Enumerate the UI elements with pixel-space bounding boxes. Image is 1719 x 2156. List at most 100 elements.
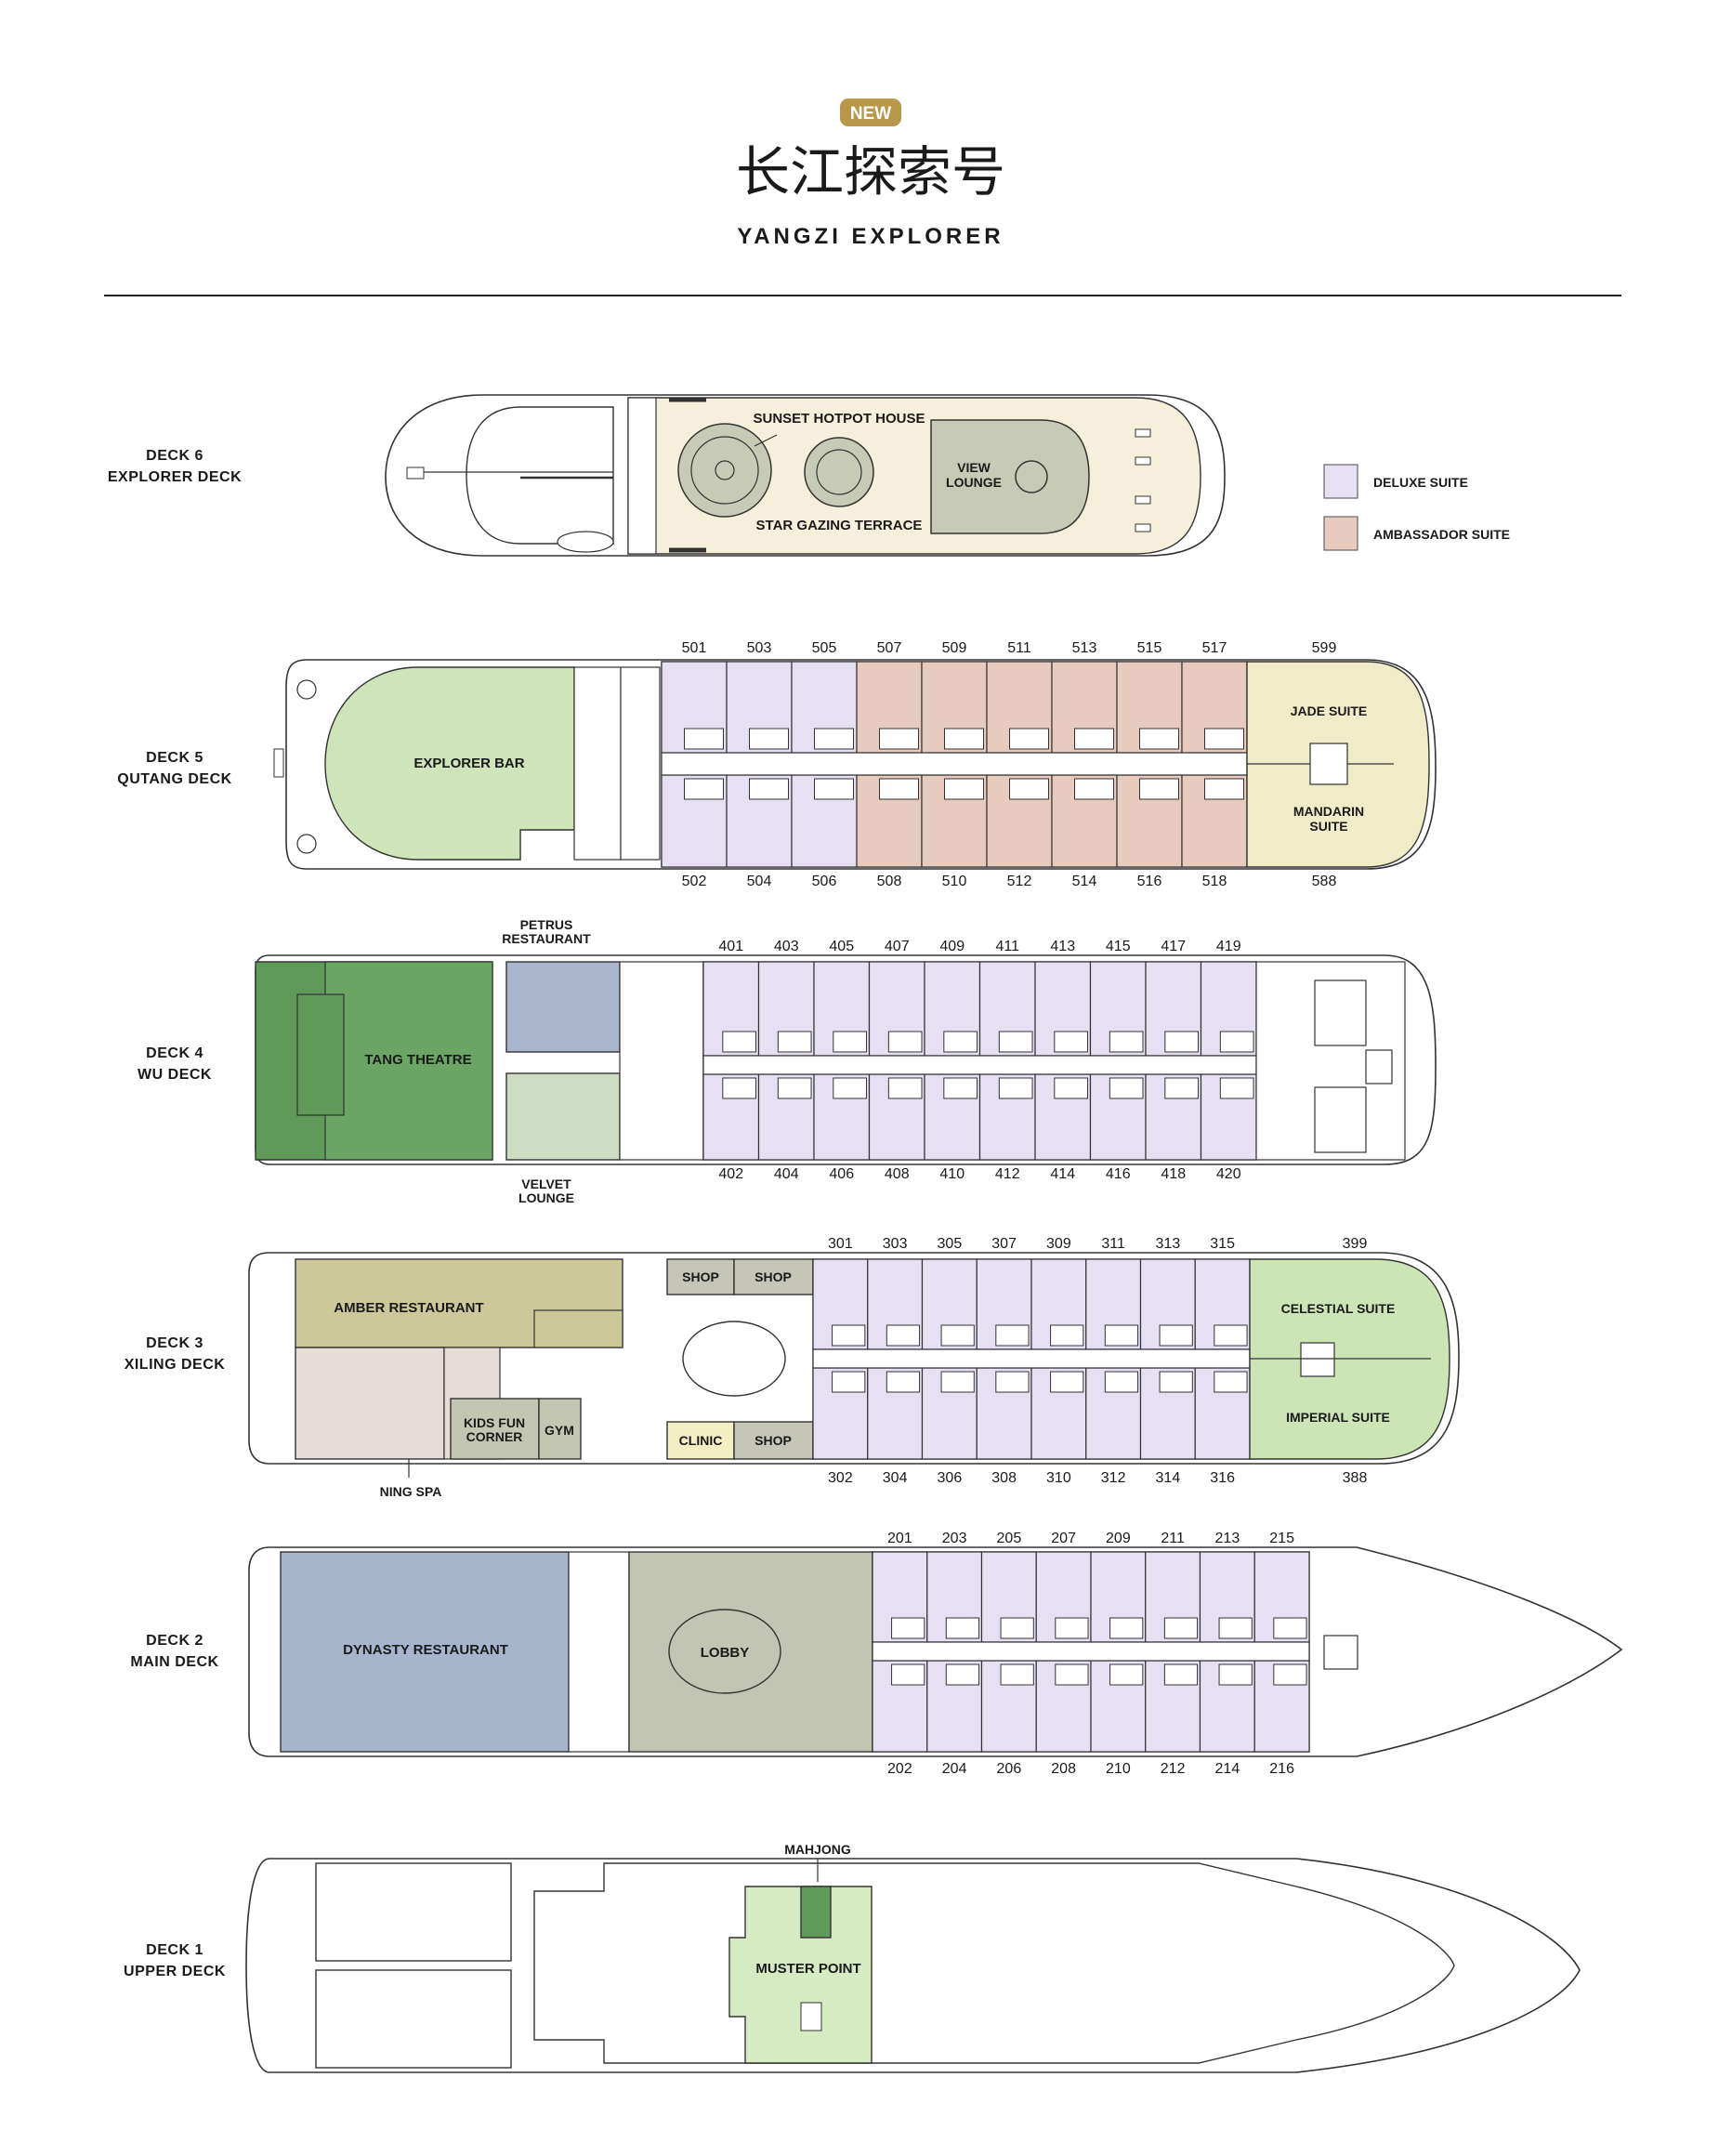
cabin-509-bath	[944, 728, 984, 750]
cabin-419-bath	[1219, 1031, 1254, 1053]
petrus-label-1: PETRUS	[520, 917, 573, 932]
cabin-312-bath	[1104, 1371, 1139, 1393]
cabin-501-bath	[684, 728, 724, 750]
cabin-412-number: 412	[995, 1166, 1020, 1182]
cabin-214-bath	[1218, 1663, 1253, 1686]
cabin-420-number: 420	[1216, 1166, 1241, 1182]
cabin-504-number: 504	[747, 874, 772, 889]
legend-label-ambassador: AMBASSADOR SUITE	[1373, 527, 1510, 542]
cabin-302-bath	[832, 1371, 866, 1393]
legend-swatch-deluxe	[1323, 464, 1358, 499]
cabin-506-bath	[814, 778, 854, 800]
cabin-599-number: 599	[1312, 640, 1337, 656]
sunset-leader-line	[754, 434, 778, 447]
deck-labels: DECK 6 EXPLORER DECK DECK 5 QUTANG DECK …	[108, 448, 242, 1979]
cabin-207-bath	[1055, 1617, 1089, 1639]
dynasty-restaurant-label: DYNASTY RESTAURANT	[343, 1642, 508, 1658]
cabin-505-bath	[814, 728, 854, 750]
cabin-211-bath	[1163, 1617, 1199, 1639]
cabin-205-bath	[1000, 1617, 1034, 1639]
cabin-505-number: 505	[812, 640, 837, 656]
cabin-503-bath	[749, 728, 789, 750]
cabin-420-bath	[1219, 1077, 1254, 1099]
cabin-307-bath	[995, 1324, 1030, 1347]
deck-6-name: DECK 6	[146, 448, 203, 464]
star-gazing-seat-inner	[816, 449, 862, 495]
cabin-301-bath	[832, 1324, 866, 1347]
cabin-507-number: 507	[877, 640, 902, 656]
cabin-510-number: 510	[942, 874, 967, 889]
deck-1-interior-outline	[533, 1862, 1455, 2064]
deck-3-name: DECK 3	[146, 1335, 203, 1351]
cabin-399-number: 399	[1343, 1236, 1368, 1252]
cabin-402-number: 402	[718, 1166, 743, 1182]
cabin-407-number: 407	[885, 939, 910, 954]
deck-1-aft-room-1	[315, 1862, 512, 1962]
deck-4-corridor	[702, 1055, 1257, 1075]
cabin-518-bath	[1204, 778, 1244, 800]
hotpot-table-inner	[690, 436, 759, 505]
cabin-403-number: 403	[774, 939, 799, 954]
cabin-508-bath	[879, 778, 919, 800]
legend: DELUXE SUITE AMBASSADOR SUITE	[1323, 464, 1510, 551]
deck-1-subtitle: UPPER DECK	[124, 1964, 226, 1979]
cabin-588-number: 588	[1312, 874, 1337, 889]
deck-2-cabins: 2012022032042052062072082092102112122132…	[872, 1531, 1310, 1777]
deck-5-stair-block	[620, 666, 661, 861]
deck-1-plan: MUSTER POINT MAHJONG	[245, 1842, 1581, 2073]
cabin-501-number: 501	[682, 640, 707, 656]
cabin-512-number: 512	[1007, 874, 1032, 889]
cabin-310-bath	[1050, 1371, 1084, 1393]
cabin-209-number: 209	[1106, 1531, 1131, 1546]
cabin-401-bath	[722, 1031, 757, 1053]
cabin-415-bath	[1109, 1031, 1144, 1053]
gym-label: GYM	[545, 1423, 574, 1438]
cabin-316-number: 316	[1210, 1470, 1235, 1486]
cabin-311-bath	[1104, 1324, 1139, 1347]
cabin-305-bath	[940, 1324, 975, 1347]
deck-1-name: DECK 1	[146, 1942, 203, 1958]
cabin-516-number: 516	[1137, 874, 1162, 889]
header: NEW 长江探索号 YANGZI EXPLORER	[104, 99, 1621, 296]
cabin-312-number: 312	[1101, 1470, 1126, 1486]
clinic-room	[666, 1421, 735, 1460]
deck-5-service-block	[573, 666, 622, 861]
cabin-508-number: 508	[877, 874, 902, 889]
cabin-415-number: 415	[1106, 939, 1131, 954]
spiral-stair-icon	[1015, 460, 1048, 493]
cabin-214-number: 214	[1215, 1761, 1240, 1777]
cabin-410-number: 410	[939, 1166, 964, 1182]
deck-5-plan: EXPLORER BAR 501502503504505506507508509…	[273, 640, 1437, 889]
deck-2-corridor	[872, 1641, 1310, 1662]
gym-room	[538, 1398, 582, 1460]
cabin-306-number: 306	[938, 1470, 963, 1486]
shop-3-room	[733, 1421, 814, 1460]
cabin-201-bath	[891, 1617, 925, 1639]
cabin-517-number: 517	[1202, 640, 1227, 656]
deck-3-suite-stair	[1300, 1342, 1335, 1377]
cabin-314-bath	[1159, 1371, 1193, 1393]
cabin-514-bath	[1074, 778, 1114, 800]
cabin-404-number: 404	[774, 1166, 799, 1182]
velvet-lounge-room	[505, 1072, 621, 1161]
deck-5-winch-icon	[296, 679, 317, 700]
explorer-bar-room	[324, 666, 575, 861]
deck-5-suite-stair	[1309, 743, 1348, 785]
muster-stair-icon	[800, 2002, 822, 2031]
cabin-213-bath	[1218, 1617, 1253, 1639]
deck-6-aft-fitting	[406, 467, 425, 480]
mahjong-room	[800, 1886, 832, 1939]
cabin-407-bath	[887, 1031, 923, 1053]
cabin-515-bath	[1139, 728, 1179, 750]
jade-suite-label: JADE SUITE	[1291, 703, 1367, 718]
title-chinese: 长江探索号	[736, 140, 1005, 204]
cabin-409-number: 409	[939, 939, 964, 954]
cabin-403-bath	[777, 1031, 812, 1053]
dynasty-restaurant-room	[280, 1551, 570, 1753]
deck-6-stair-block	[627, 397, 657, 555]
cabin-516-bath	[1139, 778, 1179, 800]
cabin-207-number: 207	[1051, 1531, 1076, 1546]
cabin-205-number: 205	[997, 1531, 1022, 1546]
cabin-203-bath	[945, 1617, 980, 1639]
cabin-212-bath	[1163, 1663, 1199, 1686]
